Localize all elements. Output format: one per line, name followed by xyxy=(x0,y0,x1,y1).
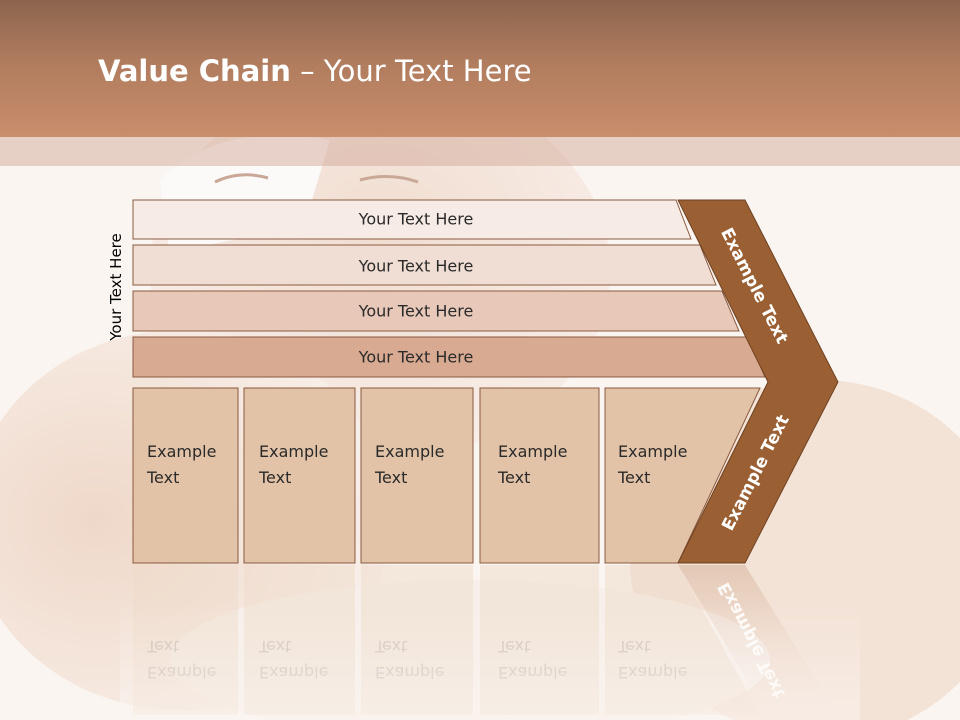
page-title: Value Chain – Your Text Here xyxy=(98,54,532,88)
row-1-shape xyxy=(132,199,692,240)
title-rest: – Your Text Here xyxy=(290,54,532,88)
column-1-label: Example Text xyxy=(147,442,217,487)
row-2-shape xyxy=(132,244,717,286)
row-1-label: Your Text Here xyxy=(358,209,474,229)
title-band xyxy=(0,137,960,166)
column-2-label: Example Text xyxy=(259,442,329,487)
column-1-shape xyxy=(132,387,239,564)
column-4-shape xyxy=(479,387,600,564)
column-2-shape xyxy=(243,387,356,564)
title-bold: Value Chain xyxy=(98,54,291,88)
row-3-shape xyxy=(132,290,740,332)
row-3-label: Your Text Here xyxy=(358,301,474,321)
row-2-label: Your Text Here xyxy=(358,256,474,276)
reflection-fade xyxy=(120,600,860,720)
column-3-shape xyxy=(360,387,474,564)
column-3-label: Example Text xyxy=(375,442,445,487)
column-5-label: Example Text xyxy=(618,442,688,487)
row-4-label: Your Text Here xyxy=(358,347,474,367)
title-bar xyxy=(0,0,960,137)
chevron-shape xyxy=(677,199,839,564)
column-4-label: Example Text xyxy=(498,442,568,487)
